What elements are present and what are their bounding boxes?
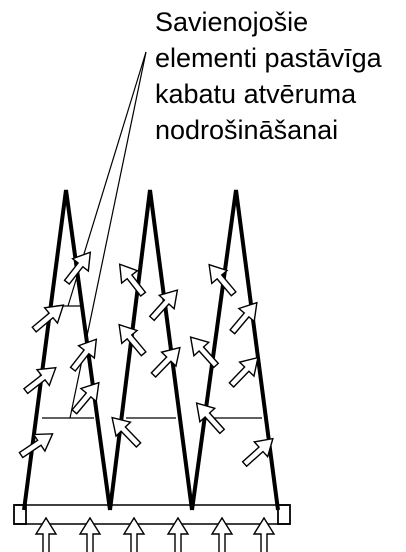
airflow-arrow-icon [22,366,57,395]
pocket-outlines [22,189,280,511]
airflow-arrow-icon [228,356,259,389]
airflow-arrow-icon [229,301,258,335]
caption-line-3: kabatu atvēruma [155,79,357,109]
caption-line-2: elementi pastāvīga [155,43,382,73]
airflow-arrow-icon [241,437,274,468]
airflow-arrow-icon [148,289,179,322]
airflow-arrow-icon [111,416,142,449]
airflow-arrow-icon [69,338,98,373]
frame-left-end [13,504,27,525]
airflow-arrow-icon [18,433,54,459]
airflow-arrow-icon [252,516,276,552]
airflow-arrow-icon [195,402,226,435]
callout-caption: Savienojošie elementi pastāvīga kabatu a… [155,4,400,148]
bottom-frame [13,504,291,525]
caption-line-4: nodrošināšanai [155,115,339,145]
airflow-arrow-icon [118,263,147,298]
airflow-arrow-icon [210,516,234,552]
airflow-arrow-icon [118,323,147,357]
pocket-1-outline [22,189,112,511]
caption-line-1: Savienojošie [155,7,309,37]
airflow-arrow-icon [189,336,220,369]
airflow-arrow-icon [31,304,65,333]
frame-right-end [277,504,291,525]
airflow-arrow-icon [34,516,58,552]
airflow-arrow-icon [78,516,102,552]
airflow-arrow-icon [63,251,92,286]
airflow-arrow-icon [208,263,237,297]
airflow-arrows [18,251,276,552]
airflow-arrow-icon [166,516,190,552]
airflow-arrow-icon [122,516,146,552]
connecting-elements [42,305,262,419]
airflow-arrow-icon [150,346,181,379]
pocket-3-outline [190,189,280,511]
pocket-2-outline [108,189,194,511]
airflow-arrow-icon [71,381,100,415]
